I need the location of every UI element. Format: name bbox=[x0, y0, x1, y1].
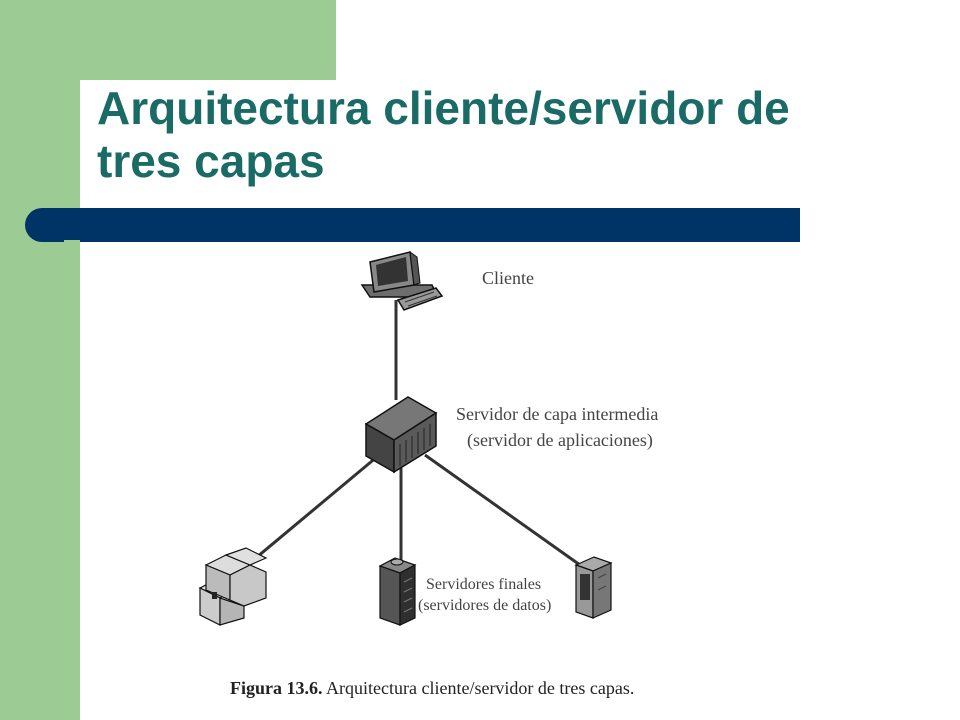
data-server-tower-icon bbox=[378, 557, 417, 626]
bar-notch bbox=[64, 240, 80, 243]
client-computer-icon bbox=[360, 250, 444, 311]
connector-middle-right bbox=[424, 453, 581, 567]
middle-tier-label-line2: (servidor de aplicaciones) bbox=[467, 430, 653, 450]
client-label: Cliente bbox=[482, 268, 534, 288]
backend-label-line2: (servidores de datos) bbox=[418, 597, 552, 614]
figure-caption: Figura 13.6. Arquitectura cliente/servid… bbox=[230, 678, 634, 699]
data-server-cabinet-icon bbox=[574, 556, 613, 619]
database-server-cluster-icon bbox=[198, 547, 268, 626]
middle-tier-label-line1: Servidor de capa intermedia bbox=[456, 404, 659, 424]
green-top-band bbox=[80, 0, 336, 80]
backend-label-line1: Servidores finales bbox=[426, 576, 542, 593]
figure-number: Figura 13.6. bbox=[230, 678, 323, 698]
figure-caption-text: Arquitectura cliente/servidor de tres ca… bbox=[326, 678, 635, 698]
green-side-band bbox=[0, 0, 80, 720]
title-underline-bar bbox=[25, 208, 800, 242]
slide-title: Arquitectura cliente/servidor de tres ca… bbox=[97, 82, 790, 187]
application-server-icon bbox=[364, 396, 438, 474]
connector-middle-left bbox=[244, 454, 379, 569]
